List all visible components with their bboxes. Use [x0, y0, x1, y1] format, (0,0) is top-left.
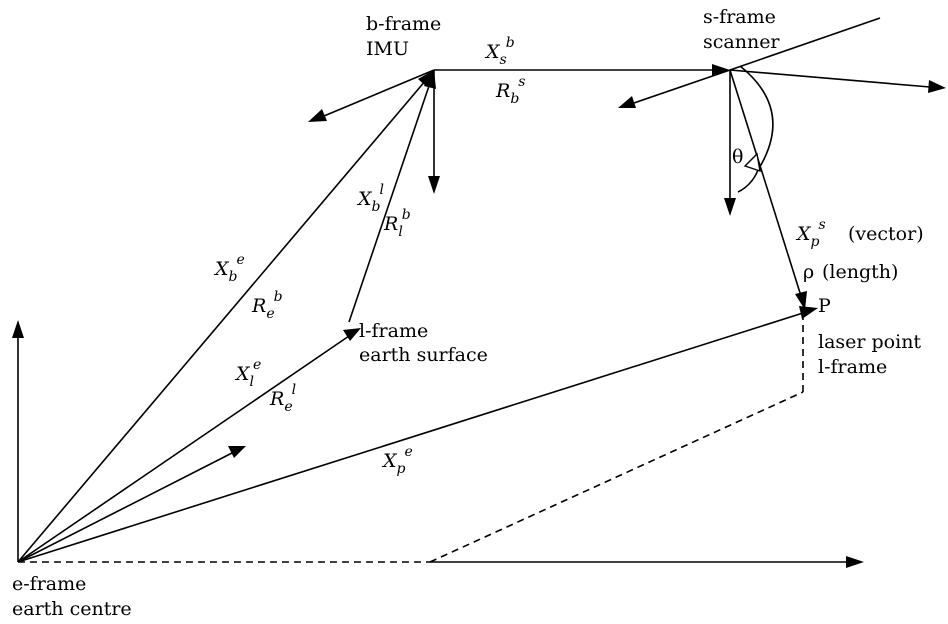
- scan-plane-line: [729, 17, 881, 71]
- label-x-p-s: Xps: [795, 217, 826, 250]
- label-r-l-b: Rlb: [383, 207, 411, 240]
- label-r-e-l: Rel: [269, 382, 296, 415]
- s-frame-label: s-frame: [703, 6, 776, 28]
- vector-x-l-e: [17, 335, 350, 563]
- vector-x-p-s-arrowhead: [795, 291, 807, 310]
- b-frame-left-arrowhead: [308, 109, 327, 122]
- b-frame-axes: [308, 69, 440, 194]
- e-frame-oblique-axis: [17, 452, 233, 563]
- l-frame-label: l-frame: [359, 320, 428, 342]
- e-frame-axes: [12, 320, 864, 568]
- vector-x-b-l: [348, 82, 431, 323]
- theta-open-arrowhead: [743, 152, 761, 173]
- vector-labels: Xbe Reb Xle Rel Xpe Xbl Rlb Xsb Rbs Xps …: [213, 35, 924, 477]
- label-x-p-e: Xpe: [381, 444, 413, 477]
- main-vectors: [17, 64, 818, 563]
- theta-label: θ: [732, 146, 743, 168]
- s-frame-left-axis: [633, 69, 731, 104]
- e-frame-sublabel: earth centre: [12, 598, 132, 620]
- s-frame-down-arrowhead: [724, 198, 736, 216]
- s-frame-sublabel: scanner: [703, 31, 780, 53]
- e-frame-label: e-frame: [12, 573, 86, 595]
- s-frame-right-arrowhead: [928, 80, 946, 93]
- rho-note: (length): [822, 261, 898, 283]
- label-x-l-e: Xle: [234, 357, 261, 390]
- theta-arc: [737, 65, 774, 193]
- rho-symbol: ρ: [803, 261, 814, 283]
- e-frame-oblique-arrowhead: [228, 446, 246, 458]
- vector-x-p-e: [17, 312, 804, 563]
- l-frame-sublabel: earth surface: [359, 344, 488, 366]
- vector-x-s-b-arrowhead: [712, 64, 730, 76]
- s-frame-axes: [618, 17, 946, 216]
- label-x-p-s-note: (vector): [848, 223, 924, 245]
- laser-point-frame-label: l-frame: [818, 356, 887, 378]
- label-x-b-e: Xbe: [213, 252, 245, 285]
- b-frame-left-axis: [323, 69, 435, 117]
- vector-x-b-e: [17, 79, 427, 563]
- s-frame-left-arrowhead: [618, 96, 636, 108]
- vector-x-b-l-arrowhead: [424, 70, 436, 89]
- laser-point-label: laser point: [818, 331, 921, 353]
- vector-x-p-e-arrowhead: [799, 306, 818, 319]
- e-frame-up-arrowhead: [12, 320, 24, 338]
- frame-labels: b-frame IMU s-frame scanner l-frame eart…: [12, 6, 921, 620]
- b-frame-down-arrowhead: [428, 176, 440, 194]
- vector-x-b-e-arrowhead: [418, 70, 434, 87]
- vector-x-l-e-arrowhead: [343, 328, 361, 341]
- b-frame-sublabel: IMU: [366, 38, 409, 60]
- label-r-b-s: Rbs: [495, 74, 525, 107]
- label-x-s-b: Xsb: [484, 35, 515, 68]
- label-x-b-l: Xbl: [356, 182, 384, 215]
- s-frame-right-axis: [729, 69, 931, 88]
- projection-lines: [18, 312, 804, 563]
- theta-angle-arc: [737, 65, 774, 193]
- e-frame-right-arrowhead: [846, 556, 864, 568]
- dashed-ground-projection: [429, 391, 804, 563]
- point-p-label: P: [818, 295, 831, 317]
- b-frame-label: b-frame: [366, 13, 441, 35]
- vector-x-p-s: [729, 69, 802, 297]
- label-r-e-b: Reb: [251, 289, 283, 322]
